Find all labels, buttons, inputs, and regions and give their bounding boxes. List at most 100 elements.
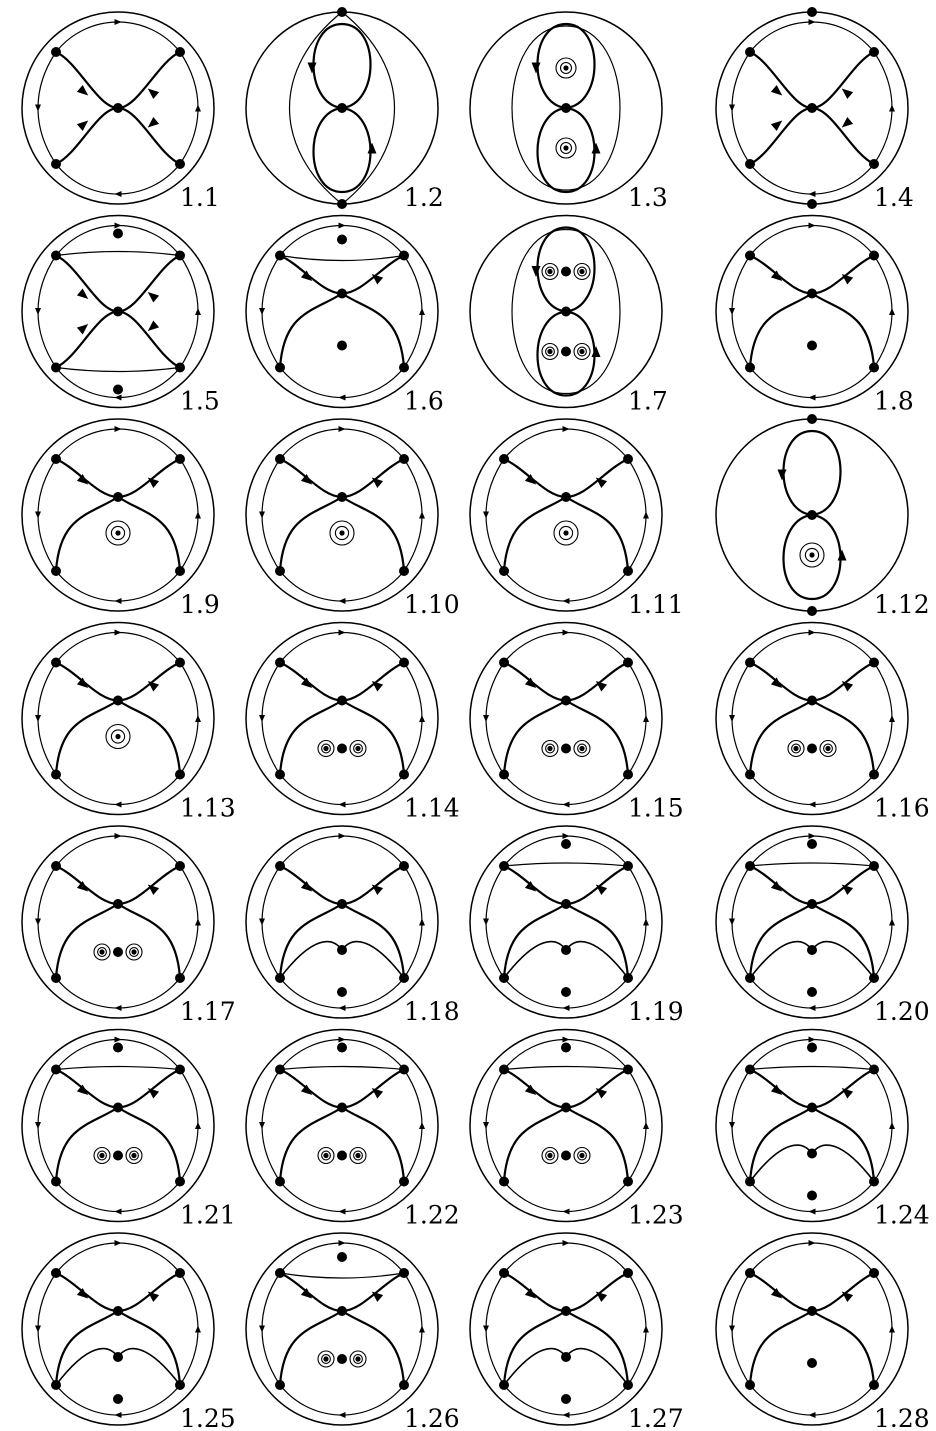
trajectory [280, 633, 404, 663]
trajectory [262, 256, 280, 368]
direction-arrow [809, 1037, 816, 1043]
trajectory [280, 256, 404, 261]
direction-arrow [372, 1292, 383, 1303]
separatrix [280, 1311, 342, 1385]
figure-label: 1.23 [628, 1201, 684, 1230]
direction-arrow [148, 885, 159, 896]
focus-point [339, 530, 344, 535]
direction-arrow [809, 19, 816, 25]
focus-point [809, 552, 814, 557]
direction-arrow [563, 802, 570, 808]
direction-arrow [148, 1292, 159, 1303]
direction-arrow [419, 512, 425, 519]
direction-arrow [842, 89, 853, 100]
separatrix [342, 1311, 404, 1385]
direction-arrow [77, 289, 88, 300]
separatrix [750, 701, 812, 775]
trajectory [874, 866, 892, 978]
focus-point [323, 1153, 328, 1158]
separatrix [750, 108, 812, 164]
direction-arrow [643, 1326, 649, 1333]
trajectory [750, 1385, 874, 1415]
separatrix [812, 701, 874, 775]
singular-point [807, 414, 817, 424]
focus-point [115, 734, 120, 739]
trajectory [56, 1243, 180, 1273]
figure-label: 1.7 [628, 387, 668, 416]
phase-portrait-1-28: 1.28 [716, 1233, 930, 1431]
direction-arrow [596, 681, 607, 692]
direction-arrow [35, 105, 41, 112]
figure-label: 1.8 [874, 387, 914, 416]
separatrix [504, 866, 566, 904]
trajectory [56, 836, 180, 866]
direction-arrow [372, 681, 383, 692]
direction-arrow [115, 802, 122, 808]
direction-arrow [563, 1037, 570, 1043]
separatrix [56, 52, 118, 108]
focus-point [547, 1153, 552, 1158]
trajectory [732, 256, 750, 368]
direction-arrow [419, 919, 425, 926]
phase-portrait-1-3: 1.3 [470, 12, 668, 212]
direction-arrow [596, 885, 607, 896]
phase-portrait-1-23: 1.23 [470, 1030, 684, 1230]
trajectory [504, 1182, 628, 1212]
direction-arrow [563, 1005, 570, 1011]
separatrix [504, 497, 566, 571]
trajectory [486, 663, 504, 775]
phase-portrait-1-22: 1.22 [246, 1030, 460, 1230]
focus-point [547, 269, 552, 274]
phase-portrait-1-5: 1.5 [22, 216, 220, 416]
trajectory [404, 866, 422, 978]
direction-arrow [35, 919, 41, 926]
phase-portrait-1-17: 1.17 [22, 826, 236, 1026]
trajectory [262, 663, 280, 775]
poincare-disk-boundary [246, 1030, 438, 1222]
separatrix [56, 663, 118, 701]
separatrix [280, 497, 342, 571]
poincare-disk-boundary [470, 1030, 662, 1222]
direction-arrow [563, 1209, 570, 1215]
separatrix [750, 52, 812, 108]
trajectory [486, 459, 504, 571]
direction-arrow [339, 630, 346, 636]
separatrix [280, 1273, 342, 1311]
direction-arrow [842, 681, 853, 692]
separatrix [342, 294, 404, 368]
figure-label: 1.12 [874, 590, 930, 619]
direction-arrow [339, 1412, 346, 1418]
direction-arrow [842, 885, 853, 896]
separatrix [504, 1070, 566, 1108]
direction-arrow [339, 598, 346, 604]
direction-arrow [115, 598, 122, 604]
figure-label: 1.28 [874, 1404, 930, 1431]
direction-arrow [115, 1037, 122, 1043]
singular-point [561, 744, 571, 754]
direction-arrow [889, 1326, 895, 1333]
singular-point [337, 1252, 347, 1262]
separatrix [118, 904, 180, 978]
trajectory [280, 1385, 404, 1415]
phase-portrait-1-2: 1.2 [246, 7, 444, 212]
direction-arrow [115, 426, 122, 432]
direction-arrow [563, 1240, 570, 1246]
trajectory [628, 866, 646, 978]
trajectory [180, 459, 198, 571]
direction-arrow [372, 1088, 383, 1099]
direction-arrow [308, 63, 317, 74]
trajectory [404, 256, 422, 368]
trajectory [56, 429, 180, 459]
separatrix [504, 459, 566, 497]
focus-point [547, 746, 552, 751]
phase-portrait-1-14: 1.14 [246, 623, 460, 823]
trajectory [180, 52, 198, 164]
focus-point [563, 145, 568, 150]
direction-arrow [643, 715, 649, 722]
separatrix [56, 1273, 118, 1311]
singular-point [807, 1043, 817, 1053]
singular-point [337, 1151, 347, 1161]
trajectory [180, 1070, 198, 1182]
phase-portrait-1-27: 1.27 [470, 1233, 684, 1431]
